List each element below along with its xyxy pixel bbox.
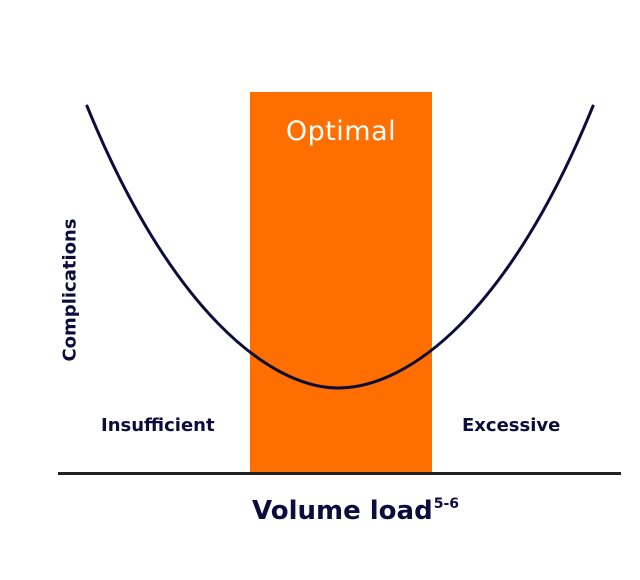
x-axis-reference: 5-6 bbox=[433, 496, 459, 512]
x-axis-title: Volume load5-6 bbox=[252, 496, 459, 526]
optimal-zone-band bbox=[250, 92, 432, 474]
x-axis-line bbox=[58, 472, 621, 475]
y-axis-title: Complications bbox=[59, 218, 81, 362]
optimal-zone-label: Optimal bbox=[285, 116, 397, 147]
excessive-zone-label: Excessive bbox=[462, 415, 561, 436]
insufficient-zone-label: Insufficient bbox=[101, 415, 215, 436]
x-axis-title-text: Volume load bbox=[252, 496, 433, 526]
